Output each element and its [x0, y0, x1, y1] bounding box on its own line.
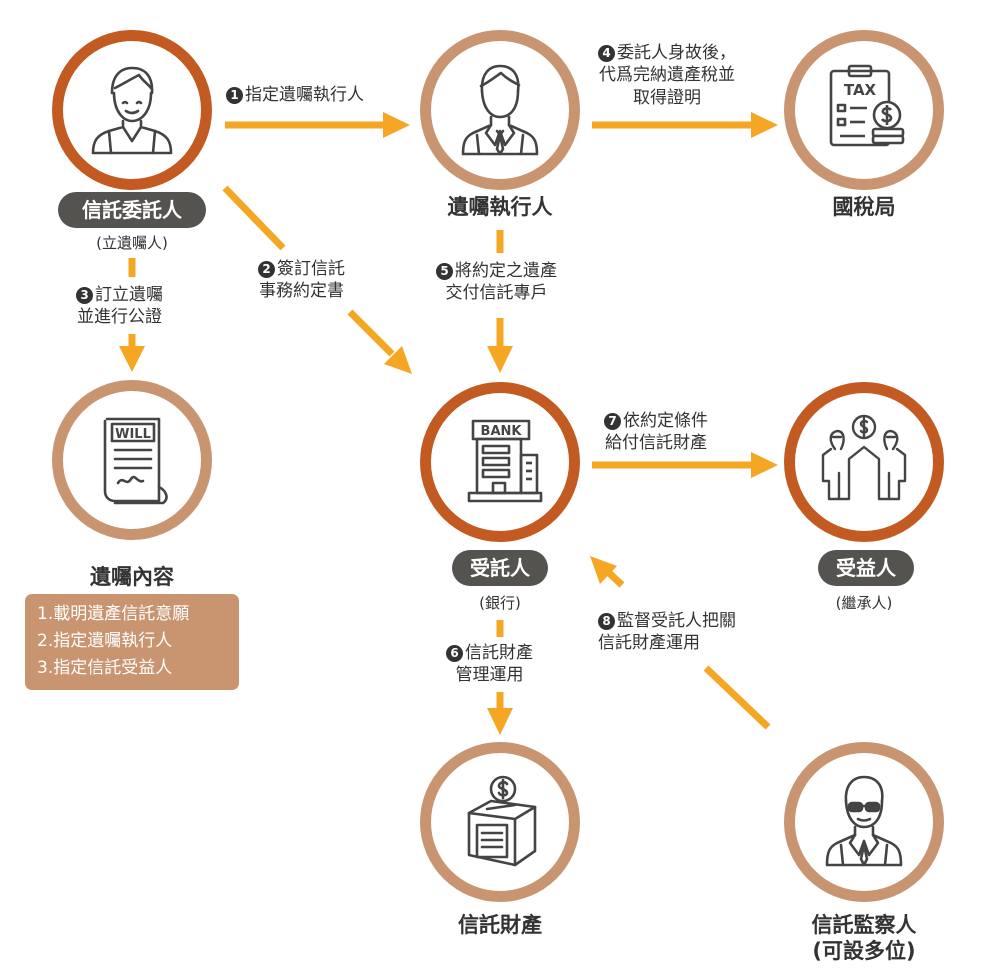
bank-building-icon: BANK [467, 419, 543, 503]
tax-clipboard-icon: TAX [829, 64, 905, 147]
will-item: 2.指定遺囑執行人 [37, 631, 173, 651]
node-will: WILL [52, 380, 212, 540]
node-settlor [52, 30, 212, 190]
supervisor-label-line1: 信託監察人 [811, 913, 917, 937]
person-icon [91, 66, 173, 155]
arrow-step-2 [222, 185, 412, 374]
node-trustee: BANK [420, 382, 580, 542]
trustee-sub: (銀行) [479, 594, 521, 612]
beneficiary-label: 受益人 [818, 550, 914, 586]
tax-label: 國稅局 [832, 195, 896, 219]
node-beneficiary [784, 382, 944, 542]
step-number-badge: 1 [226, 87, 243, 104]
step-number-badge: 2 [258, 261, 275, 278]
arrow-step-6 [487, 620, 513, 735]
money-box-icon [467, 775, 537, 867]
property-label: 信託財產 [458, 913, 542, 937]
arrow-step-4 [592, 112, 778, 138]
agent-with-sunglasses-icon [825, 775, 903, 867]
node-tax: TAX [784, 30, 944, 190]
node-supervisor [784, 742, 944, 902]
will-document-icon: WILL [103, 417, 168, 505]
arrow-step-7 [592, 452, 778, 478]
arrow-step-5 [487, 230, 513, 373]
executor-label: 遺囑執行人 [447, 195, 553, 219]
step-number-badge: 8 [598, 613, 615, 630]
tax-icon-text: TAX [844, 81, 877, 99]
beneficiaries-icon [821, 414, 907, 501]
arrow-step-3 [119, 258, 145, 372]
beneficiary-sub: (繼承人) [835, 594, 893, 612]
step-number-badge: 4 [598, 45, 615, 62]
arrow-step-1 [225, 112, 410, 138]
step-number-badge: 3 [76, 287, 93, 304]
will-item: 3.指定信託受益人 [37, 658, 173, 678]
will-contents-box: 1.載明遺產信託意願 2.指定遺囑執行人 3.指定信託受益人 [25, 594, 239, 690]
will-label: 遺囑內容 [90, 565, 174, 589]
businessman-icon [461, 64, 539, 156]
will-item: 1.載明遺產信託意願 [37, 604, 190, 624]
step-number-badge: 7 [604, 413, 621, 430]
will-icon-text: WILL [115, 427, 151, 442]
arrow-step-8 [590, 556, 771, 730]
settlor-sub: (立遺囑人) [96, 234, 168, 252]
supervisor-label: 信託監察人 (可設多位) [764, 912, 964, 965]
bank-icon-text: BANK [481, 424, 523, 439]
trustee-label: 受託人 [452, 550, 548, 586]
step-number-badge: 5 [436, 263, 453, 280]
node-executor [420, 30, 580, 190]
node-property [420, 742, 580, 902]
settlor-label: 信託委託人 [58, 192, 206, 228]
step-number-badge: 6 [446, 645, 463, 662]
supervisor-label-line2: (可設多位) [812, 939, 916, 964]
